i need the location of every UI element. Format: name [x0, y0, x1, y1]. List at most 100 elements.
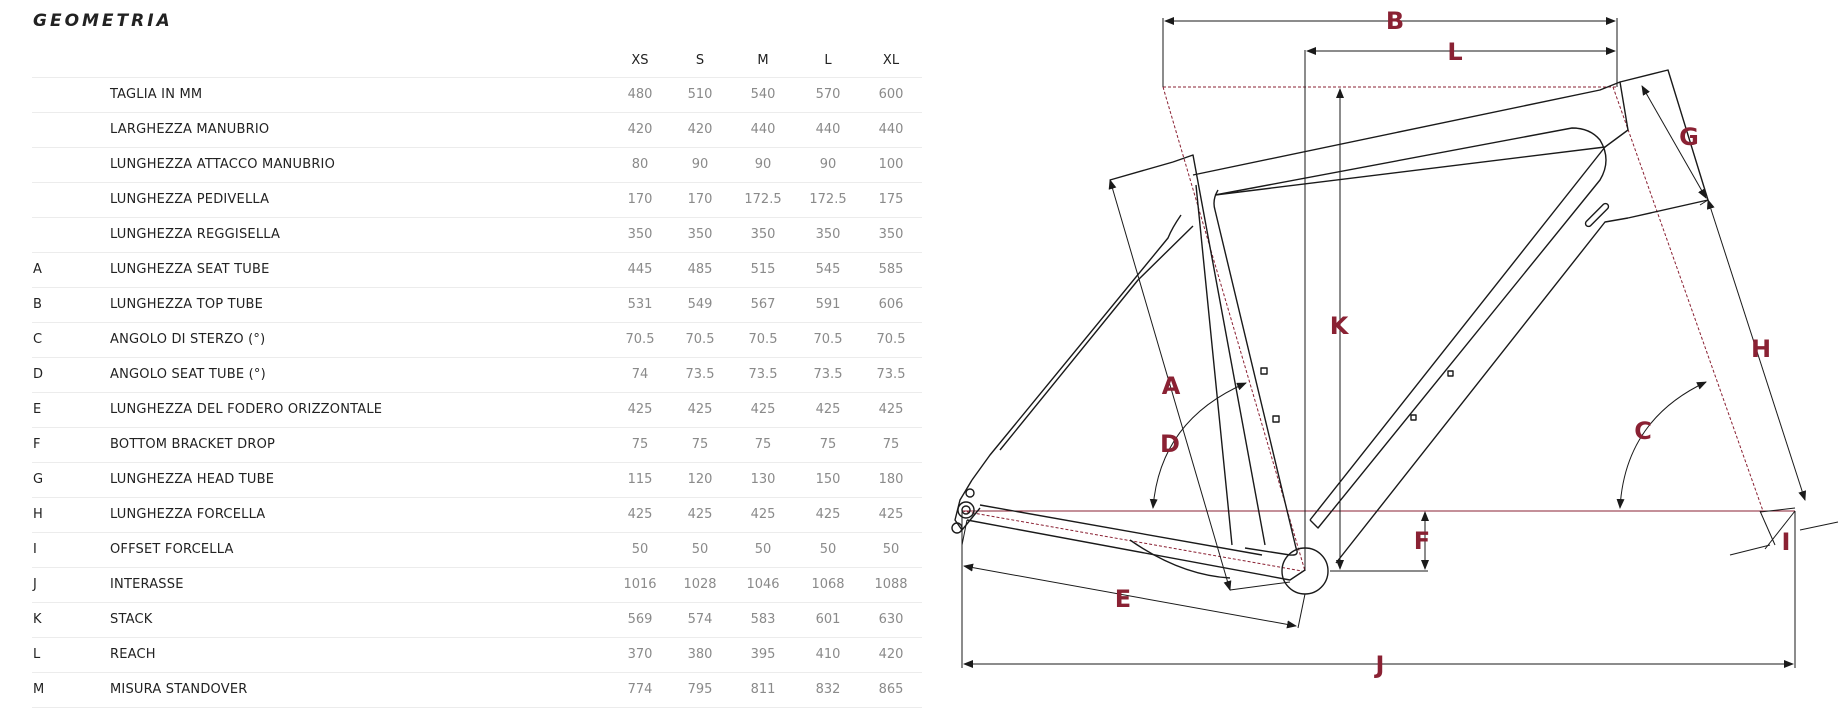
value-cell-m: 75: [754, 437, 772, 452]
value-cell-xl: 600: [878, 87, 904, 102]
value-cell-xl: 50: [882, 542, 900, 557]
value-cell-xs: 569: [627, 612, 653, 627]
value-cell-xs: 50: [631, 542, 649, 557]
value-cell-s: 90: [691, 157, 709, 172]
value-cell-l: 545: [815, 262, 841, 277]
dimension-code: D: [33, 367, 44, 382]
dimension-code: C: [33, 332, 43, 347]
value-cell-s: 420: [687, 122, 713, 137]
dimension-label: LUNGHEZZA FORCELLA: [110, 507, 266, 522]
dimension-label: LUNGHEZZA REGGISELLA: [110, 227, 281, 242]
value-cell-xs: 425: [627, 402, 653, 417]
value-cell-xs: 70.5: [625, 332, 655, 347]
value-cell-m: 811: [750, 682, 776, 697]
dim-label-j: J: [1374, 651, 1385, 679]
dim-label-g: G: [1679, 123, 1699, 151]
value-cell-xs: 80: [631, 157, 649, 172]
value-cell-s: 75: [691, 437, 709, 452]
value-cell-s: 350: [687, 227, 713, 242]
size-header-s: S: [695, 53, 705, 68]
value-cell-xl: 420: [878, 647, 904, 662]
dim-label-b: B: [1386, 7, 1404, 35]
value-cell-m: 350: [750, 227, 776, 242]
dimension-label: LARGHEZZA MANUBRIO: [110, 122, 270, 137]
value-cell-l: 75: [819, 437, 837, 452]
value-cell-s: 425: [687, 402, 713, 417]
value-cell-l: 150: [815, 472, 841, 487]
value-cell-xs: 420: [627, 122, 653, 137]
value-cell-s: 485: [687, 262, 713, 277]
value-cell-m: 73.5: [748, 367, 778, 382]
value-cell-xs: 170: [627, 192, 653, 207]
dimension-code: J: [33, 577, 37, 592]
dimension-label: LUNGHEZZA SEAT TUBE: [110, 262, 270, 277]
value-cell-xs: 531: [627, 297, 653, 312]
dimension-lines: [961, 17, 1839, 668]
dimension-label: OFFSET FORCELLA: [110, 542, 234, 557]
value-cell-m: 70.5: [748, 332, 778, 347]
value-cell-s: 549: [687, 297, 713, 312]
value-cell-l: 425: [815, 507, 841, 522]
dimension-label: TAGLIA IN MM: [110, 87, 203, 102]
page-title: GEOMETRIA: [33, 11, 173, 31]
value-cell-xs: 350: [627, 227, 653, 242]
value-cell-l: 440: [815, 122, 841, 137]
value-cell-m: 1046: [746, 577, 780, 592]
value-cell-l: 73.5: [813, 367, 843, 382]
value-cell-xs: 445: [627, 262, 653, 277]
dimension-labels: B L K G H A D C F E J I: [1115, 7, 1791, 679]
dimension-code: G: [33, 472, 44, 487]
value-cell-xs: 1016: [623, 577, 657, 592]
dim-label-k: K: [1330, 312, 1350, 340]
value-cell-l: 425: [815, 402, 841, 417]
value-cell-s: 795: [687, 682, 713, 697]
value-cell-m: 395: [750, 647, 776, 662]
value-cell-m: 567: [750, 297, 776, 312]
table-header-row: XS S M L XL: [32, 44, 922, 77]
value-cell-l: 90: [819, 157, 837, 172]
value-cell-m: 515: [750, 262, 776, 277]
dimension-code: B: [33, 297, 42, 312]
value-cell-xl: 75: [882, 437, 900, 452]
dimension-label: ANGOLO DI STERZO (°): [110, 332, 266, 347]
value-cell-m: 583: [750, 612, 776, 627]
dimension-label: LUNGHEZZA ATTACCO MANUBRIO: [110, 157, 336, 172]
dimension-label: MISURA STANDOVER: [110, 682, 248, 697]
value-cell-m: 50: [754, 542, 772, 557]
value-cell-l: 410: [815, 647, 841, 662]
value-cell-m: 425: [750, 507, 776, 522]
value-cell-xl: 70.5: [876, 332, 906, 347]
dimension-code: I: [33, 542, 37, 557]
value-cell-l: 1068: [811, 577, 845, 592]
value-cell-l: 50: [819, 542, 837, 557]
dimension-code: F: [33, 437, 41, 452]
value-cell-xs: 370: [627, 647, 653, 662]
value-cell-xl: 425: [878, 507, 904, 522]
value-cell-xs: 115: [627, 472, 653, 487]
value-cell-xl: 1088: [874, 577, 908, 592]
value-cell-xs: 480: [627, 87, 653, 102]
dim-label-c: C: [1634, 417, 1652, 445]
value-cell-xl: 606: [878, 297, 904, 312]
value-cell-xl: 100: [878, 157, 904, 172]
value-cell-s: 510: [687, 87, 713, 102]
dimension-label: STACK: [110, 612, 153, 627]
value-cell-l: 832: [815, 682, 841, 697]
value-cell-s: 425: [687, 507, 713, 522]
value-cell-s: 73.5: [685, 367, 715, 382]
dimension-label: REACH: [110, 647, 156, 662]
value-cell-m: 130: [750, 472, 776, 487]
frame-geometry-diagram: B L K G H A D C F E J I: [951, 7, 1839, 679]
dimension-code: L: [33, 647, 41, 662]
